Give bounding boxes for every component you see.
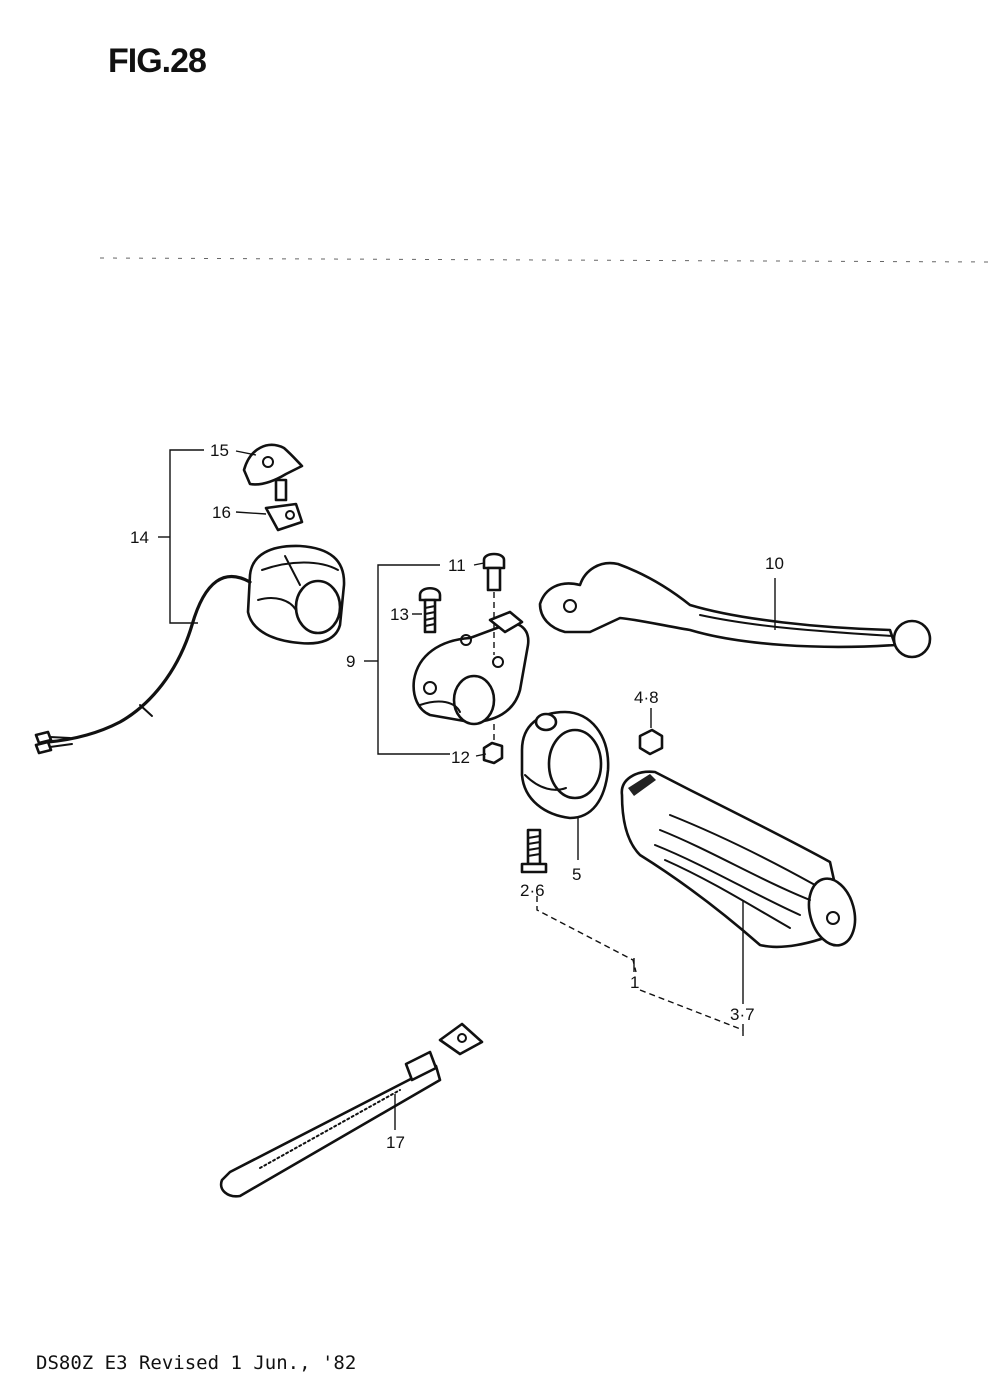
figure-title: FIG.28	[108, 42, 207, 80]
callout-17: 17	[386, 1133, 405, 1152]
throttle-grip-part	[620, 770, 857, 949]
callout-11: 11	[448, 556, 466, 575]
lever-bolt-part	[482, 552, 506, 655]
switch-bracket-part	[264, 478, 304, 532]
callout-12: 12	[451, 748, 470, 767]
brake-lever-part	[538, 561, 932, 659]
callout-2-6: 2·6	[520, 881, 545, 900]
handlebar-switch-assembly	[34, 544, 346, 755]
leader-lines	[158, 449, 776, 1130]
throttle-housing-part	[520, 710, 610, 820]
callout-4-8: 4·8	[634, 688, 659, 707]
callout-15: 15	[210, 441, 229, 460]
holder-screw-part	[418, 586, 442, 634]
revision-footer: DS80Z E3 Revised 1 Jun., '82	[36, 1352, 357, 1374]
lever-holder-assembly	[412, 610, 530, 726]
callout-10: 10	[765, 554, 784, 573]
callout-1: 1	[630, 973, 639, 992]
cap-part	[638, 728, 664, 756]
callout-9: 9	[346, 652, 355, 671]
callout-14: 14	[130, 528, 149, 547]
callout-5: 5	[572, 865, 581, 884]
scan-artifact-line	[99, 257, 991, 263]
callout-3-7: 3·7	[730, 1005, 755, 1024]
callout-13: 13	[390, 605, 409, 624]
callout-16: 16	[212, 503, 231, 522]
housing-screw-part	[520, 828, 548, 874]
cable-tie-part	[219, 1022, 484, 1198]
lever-nut-part	[482, 724, 504, 765]
switch-clamp-part	[242, 443, 304, 486]
